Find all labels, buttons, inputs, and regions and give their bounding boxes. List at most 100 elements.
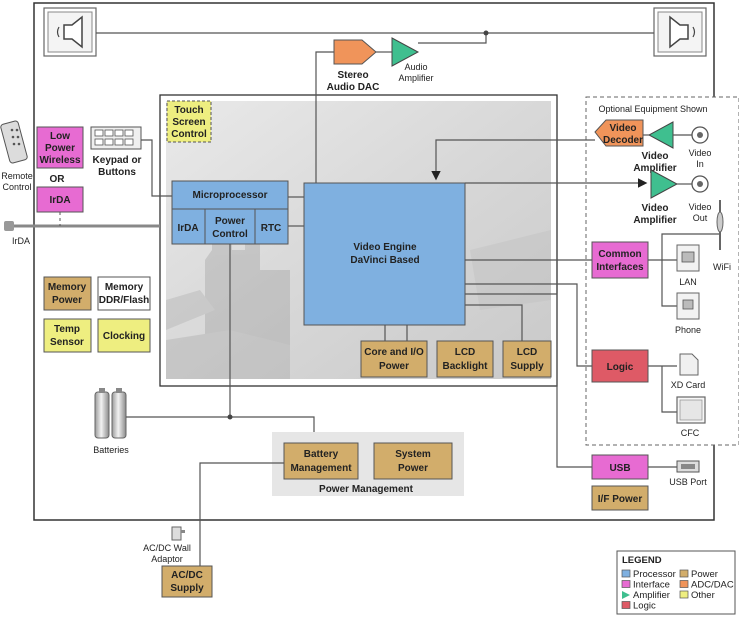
legend-swatch-interface (621, 580, 631, 588)
lcd-supply (502, 340, 552, 378)
video-decoder-label-2: Decoder (603, 135, 643, 146)
battery-mgmt-label-2: Management (290, 463, 352, 474)
legend-swatch-amplifier (622, 591, 630, 599)
cfc-card-icon (676, 396, 706, 424)
lan-port-icon (676, 244, 700, 272)
audio-amp-label-1: Audio (404, 62, 427, 72)
logic-label: Logic (607, 362, 634, 373)
irda-block (36, 186, 84, 213)
common-interfaces (591, 241, 649, 279)
video-out-jack-icon (691, 175, 709, 193)
wifi-antenna-icon (716, 200, 724, 250)
power-control (204, 208, 256, 245)
legend: LEGEND ProcessorInterfaceAmplifierLogicP… (616, 550, 736, 615)
speaker-right-icon (653, 7, 707, 57)
video-out-label-1: Video (689, 202, 712, 212)
speaker-left-icon (43, 7, 97, 57)
temp-sensor (43, 318, 92, 353)
wifi-label: WiFi (713, 262, 731, 272)
usb-label: USB (609, 463, 630, 474)
legend-swatch-logic (621, 601, 631, 609)
video-amp-out-label-2: Amplifier (633, 215, 676, 226)
system-power-label-1: System (395, 449, 431, 460)
lcd-backlight (436, 340, 494, 378)
stereo-audio-dac (333, 39, 377, 65)
lcd-backlight-label-1: LCD (455, 347, 476, 358)
batteries-icon (94, 388, 127, 439)
microprocessor-label: Microprocessor (192, 190, 267, 201)
usb-port-label: USB Port (669, 477, 707, 487)
memory-power (43, 276, 92, 311)
legend-label-processor: Processor (633, 569, 676, 580)
video-out-label-2: Out (693, 213, 708, 223)
clocking (97, 318, 151, 353)
legend-swatch-adc-dac (679, 580, 689, 588)
video-decoder-label-1: Video (609, 123, 636, 134)
stereo-dac-label-2: Audio DAC (327, 82, 380, 93)
lcd-backlight-label-2: Backlight (442, 361, 488, 372)
memory-ddr-label-1: Memory (105, 282, 144, 293)
clocking-label: Clocking (103, 331, 145, 342)
micro-irda-label: IrDA (177, 223, 198, 234)
microprocessor-irda (171, 208, 206, 245)
battery-mgmt-label-1: Battery (304, 449, 339, 460)
xd-card-label: XD Card (671, 380, 706, 390)
core-io-label-1: Core and I/O (364, 347, 424, 358)
if-power (591, 485, 649, 511)
video-in-label-1: Video (689, 148, 712, 158)
optional-equipment-title: Optional Equipment Shown (598, 104, 707, 114)
lpw-label-1: Low (50, 131, 70, 142)
irda-block-label: IrDA (49, 195, 70, 206)
legend-swatch-power (679, 569, 689, 578)
lan-label: LAN (679, 277, 697, 287)
common-if-label-2: Interfaces (596, 262, 644, 273)
rtc-label: RTC (261, 223, 282, 234)
cfc-label: CFC (681, 428, 700, 438)
memory-power-label-2: Power (52, 295, 82, 306)
battery-management (283, 442, 359, 480)
power-management-label: Power Management (319, 484, 414, 495)
common-if-label-1: Common (598, 249, 641, 260)
video-engine-label-1: Video Engine (353, 242, 417, 253)
video-amp-in-label-1: Video (641, 151, 668, 162)
video-amp-in-label-2: Amplifier (633, 163, 676, 174)
lcd-supply-label-2: Supply (510, 361, 544, 372)
ac-dc-supply-label-1: AC/DC (171, 570, 203, 581)
memory-ddr-flash (97, 276, 151, 311)
ac-dc-supply-label-2: Supply (170, 583, 204, 594)
remote-label-2: Control (2, 182, 31, 192)
video-engine (303, 182, 466, 326)
video-in-label-2: In (696, 159, 704, 169)
keypad-label-1: Keypad or (93, 155, 142, 166)
legend-swatch-processor (621, 569, 631, 578)
touch-label-3: Control (171, 129, 207, 140)
touch-screen-control (166, 100, 212, 143)
legend-label-logic: Logic (633, 601, 656, 612)
keypad-icon (90, 126, 142, 150)
remote-control-icon (0, 120, 28, 164)
or-text: OR (50, 174, 66, 185)
video-engine-label-2: DaVinci Based (350, 255, 419, 266)
core-io-power (360, 340, 428, 378)
temp-sensor-label-1: Temp (54, 324, 80, 335)
legend-label-power: Power (691, 569, 718, 580)
lpw-label-2: Power (45, 143, 75, 154)
power-control-label-1: Power (215, 216, 245, 227)
batteries-label: Batteries (93, 445, 129, 455)
keypad-label-2: Buttons (98, 167, 136, 178)
legend-label-adc-dac: ADC/DAC (691, 580, 734, 591)
video-amplifier-out (650, 169, 679, 199)
legend-swatch-other (679, 590, 689, 599)
irda-connector-icon (4, 221, 14, 231)
rtc (254, 208, 289, 245)
if-power-label: I/F Power (598, 494, 643, 505)
phone-port-icon (676, 292, 700, 320)
core-io-label-2: Power (379, 361, 409, 372)
temp-sensor-label-2: Sensor (50, 337, 84, 348)
touch-label-2: Screen (172, 117, 205, 128)
lcd-supply-label-1: LCD (517, 347, 538, 358)
legend-label-interface: Interface (633, 580, 670, 591)
adaptor-label-1: AC/DC Wall (143, 543, 191, 553)
legend-title: LEGEND (622, 555, 662, 566)
microprocessor (171, 180, 289, 210)
